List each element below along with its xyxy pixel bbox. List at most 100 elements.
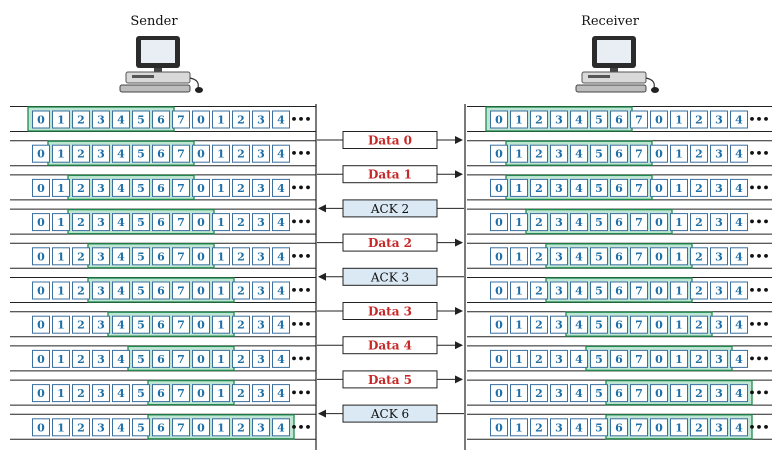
cell-box: [272, 213, 290, 232]
sequence-cell: 4: [272, 110, 290, 129]
sequence-number: 4: [277, 216, 285, 229]
sequence-cell: 3: [252, 281, 270, 300]
sequence-number: 2: [237, 114, 245, 127]
sequence-number: 0: [197, 421, 205, 434]
data-label: Data 4: [368, 339, 412, 353]
cell-box: [650, 144, 668, 163]
sequence-number: 2: [695, 148, 703, 161]
sequence-number: 0: [655, 114, 663, 127]
ack-frame-box: [342, 199, 438, 218]
sequence-cell: 0: [192, 349, 210, 368]
cell-box: [610, 178, 628, 197]
sequence-cell: 5: [590, 213, 608, 232]
sequence-number: 3: [555, 319, 563, 332]
sequence-cell: 3: [252, 247, 270, 266]
sequence-number: 0: [197, 216, 205, 229]
sequence-number: 1: [217, 250, 225, 263]
sequence-cell: 2: [690, 384, 708, 403]
sequence-number: 3: [555, 353, 563, 366]
sequence-number: 2: [77, 216, 85, 229]
cell-box: [630, 315, 648, 334]
cell-box: [212, 110, 230, 129]
message-data: Data 2: [317, 233, 463, 252]
sequence-number: 5: [595, 114, 603, 127]
sequence-number: 0: [495, 216, 503, 229]
sequence-cell: 5: [132, 213, 150, 232]
sequence-number: 2: [237, 387, 245, 400]
sequence-number: 1: [57, 421, 65, 434]
sequence-number: 4: [735, 216, 743, 229]
sequence-cell: 7: [172, 144, 190, 163]
cell-box: [590, 384, 608, 403]
cell-box: [112, 418, 130, 437]
sequence-cell: 3: [550, 315, 568, 334]
sequence-number: 1: [515, 285, 523, 298]
cell-box: [590, 247, 608, 266]
sequence-number: 3: [97, 285, 105, 298]
cell-box: [570, 384, 588, 403]
sequence-cell: 4: [112, 178, 130, 197]
sequence-cell: 4: [272, 384, 290, 403]
cell-box: [72, 349, 90, 368]
sequence-number: 1: [217, 319, 225, 332]
cell-box: [590, 213, 608, 232]
cell-box: [510, 281, 528, 300]
cell-box: [32, 349, 50, 368]
sequence-number: 4: [575, 285, 583, 298]
cell-box: [570, 349, 588, 368]
sequence-cell: 2: [232, 144, 250, 163]
sequence-number: 2: [237, 421, 245, 434]
cell-box: [232, 178, 250, 197]
cell-box: [610, 213, 628, 232]
cell-box: [52, 281, 70, 300]
cell-box: [650, 349, 668, 368]
cell-box: [530, 315, 548, 334]
continuation-dots: •••: [748, 216, 769, 229]
sequence-number: 0: [197, 387, 205, 400]
cell-box: [72, 213, 90, 232]
cell-box: [610, 384, 628, 403]
sequence-cell: 3: [92, 315, 110, 334]
cell-box: [510, 315, 528, 334]
cell-box: [72, 315, 90, 334]
sequence-cell: 1: [52, 281, 70, 300]
sequence-number: 6: [615, 319, 623, 332]
data-frame-box: [342, 233, 438, 252]
ack-label: ACK 2: [370, 202, 409, 216]
sequence-cell: 3: [252, 418, 270, 437]
sequence-number: 1: [515, 182, 523, 195]
sequence-cell: 6: [152, 281, 170, 300]
cell-box: [252, 281, 270, 300]
cell-box: [92, 418, 110, 437]
sequence-number: 3: [715, 319, 723, 332]
data-label: Data 3: [368, 305, 412, 319]
sequence-number: 0: [37, 387, 45, 400]
sequence-cell: 6: [152, 315, 170, 334]
sequence-number: 4: [735, 353, 743, 366]
sequence-cell: 4: [112, 281, 130, 300]
sequence-number: 5: [137, 216, 145, 229]
sequence-cell: 7: [172, 213, 190, 232]
cell-box: [690, 247, 708, 266]
cell-box: [590, 349, 608, 368]
cell-box: [550, 213, 568, 232]
cell-box: [212, 349, 230, 368]
sequence-number: 5: [595, 182, 603, 195]
sequence-number: 3: [97, 216, 105, 229]
message-data: Data 5: [317, 370, 463, 389]
sequence-cell: 4: [112, 213, 130, 232]
sequence-cell: 5: [590, 384, 608, 403]
receiver-label: Receiver: [581, 14, 639, 29]
sequence-cell: 6: [152, 349, 170, 368]
sequence-number: 6: [157, 353, 165, 366]
cell-box: [152, 144, 170, 163]
continuation-dots: •••: [748, 387, 769, 400]
cell-box: [510, 418, 528, 437]
cell-box: [192, 213, 210, 232]
cell-box: [650, 384, 668, 403]
sequence-number: 4: [575, 353, 583, 366]
cell-box: [530, 110, 548, 129]
cell-box: [232, 315, 250, 334]
sequence-cell: 4: [570, 418, 588, 437]
